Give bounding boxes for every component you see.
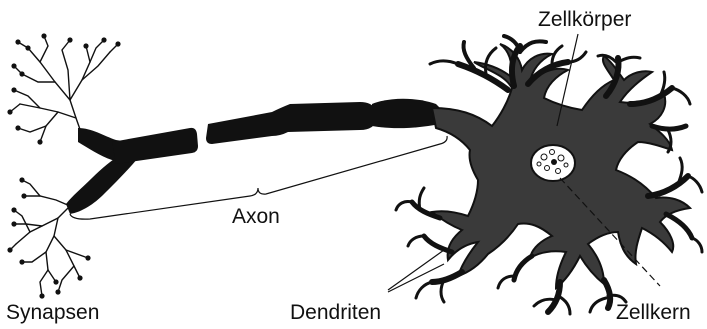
nucleus	[531, 145, 575, 181]
dendrites-leader-lower	[388, 264, 444, 292]
axon	[66, 99, 446, 214]
axon-label: Axon	[232, 205, 280, 228]
synapse-terminals	[10, 36, 118, 296]
synapses-label: Synapsen	[6, 301, 99, 324]
nucleus-label: Zellkern	[616, 301, 691, 324]
dendrites-label: Dendriten	[290, 301, 381, 324]
synapse-bulbs	[7, 33, 120, 298]
cell-body-label: Zellkörper	[538, 8, 631, 31]
